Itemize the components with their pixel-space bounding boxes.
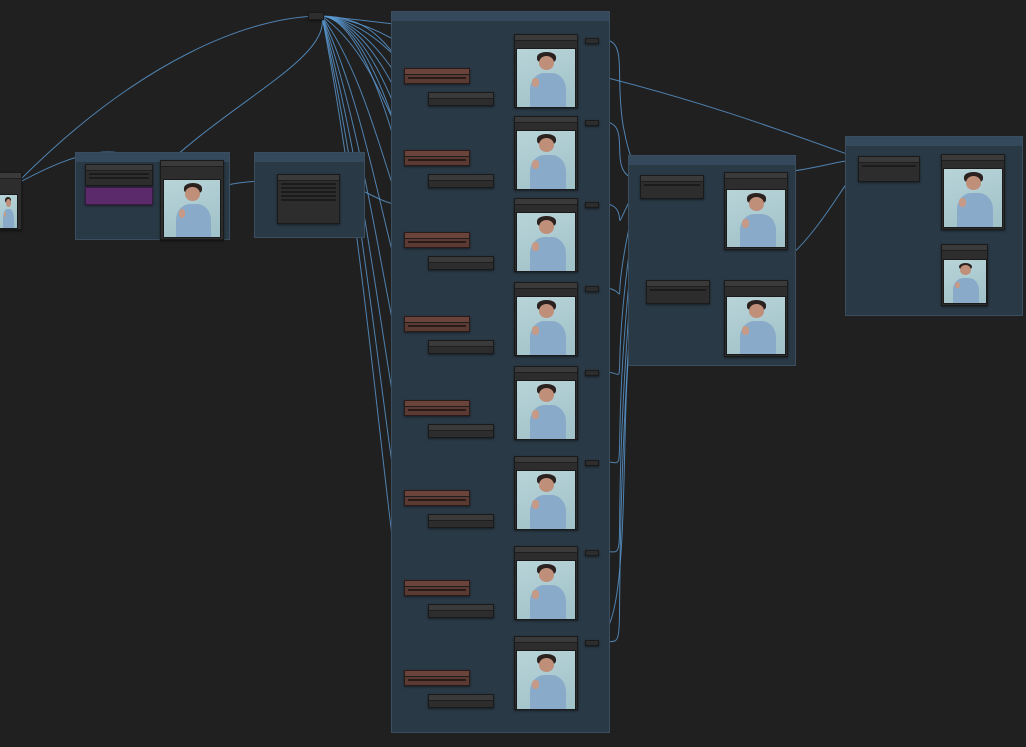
group-title [76,153,229,162]
stage-6-param-node[interactable] [404,490,470,506]
stage-6-process-node[interactable] [428,514,494,528]
node-header [515,35,577,41]
stage-1-process-node[interactable] [428,92,494,106]
image-preview [516,48,576,108]
stage-4-process-node[interactable] [428,340,494,354]
node-header [859,157,919,163]
group-title [629,156,795,165]
stage-8-process-node[interactable] [428,694,494,708]
image-preview [0,194,18,229]
node-header [515,457,577,463]
stage-7-param-node[interactable] [404,580,470,596]
stage-8-param-node[interactable] [404,670,470,686]
node-header [942,155,1004,161]
node-header [641,176,703,182]
output-merge-node[interactable] [858,156,920,182]
node-header [515,117,577,123]
image-preview [516,560,576,620]
prompt-node[interactable] [85,187,153,205]
stage-3-param-node[interactable] [404,232,470,248]
node-header [515,367,577,373]
image-preview [516,296,576,356]
node-header [647,281,709,287]
stage-4-param-node[interactable] [404,316,470,332]
image-preview [516,130,576,190]
group-title [255,153,364,162]
image-preview [726,296,786,355]
stage-1-output-socket[interactable] [585,38,599,44]
node-header [515,199,577,205]
node-header [725,173,787,179]
stage-4-output-socket[interactable] [585,286,599,292]
stage-5-process-node[interactable] [428,424,494,438]
node-header [515,283,577,289]
stage-3-process-node[interactable] [428,256,494,270]
text-input-node[interactable] [85,164,153,186]
image-preview [516,212,576,272]
stage-5-output-socket[interactable] [585,370,599,376]
stage-7-process-node[interactable] [428,604,494,618]
node-header [942,245,987,251]
image-preview [516,380,576,440]
stage-1-param-node[interactable] [404,68,470,84]
stage-7-output-socket[interactable] [585,550,599,556]
node-header [515,637,577,643]
group-title [846,137,1022,146]
node-header [86,165,152,171]
compare-node-1[interactable] [640,175,704,199]
image-preview [726,189,786,248]
image-preview [943,168,1003,228]
image-preview [516,650,576,710]
stage-5-param-node[interactable] [404,400,470,416]
settings-node[interactable] [277,174,340,224]
compare-node-2[interactable] [646,280,710,304]
stage-2-process-node[interactable] [428,174,494,188]
image-preview [943,259,987,304]
image-preview [516,470,576,530]
group-title [392,12,609,21]
stage-3-output-socket[interactable] [585,202,599,208]
node-header [0,173,21,179]
stage-2-param-node[interactable] [404,150,470,166]
stage-2-output-socket[interactable] [585,120,599,126]
node-header [278,175,339,181]
node-header [161,161,223,167]
image-preview [163,179,221,238]
node-header [515,547,577,553]
node-header [725,281,787,287]
connection-link [575,69,859,159]
stage-8-output-socket[interactable] [585,640,599,646]
stage-6-output-socket[interactable] [585,460,599,466]
reroute-node[interactable] [308,12,324,20]
